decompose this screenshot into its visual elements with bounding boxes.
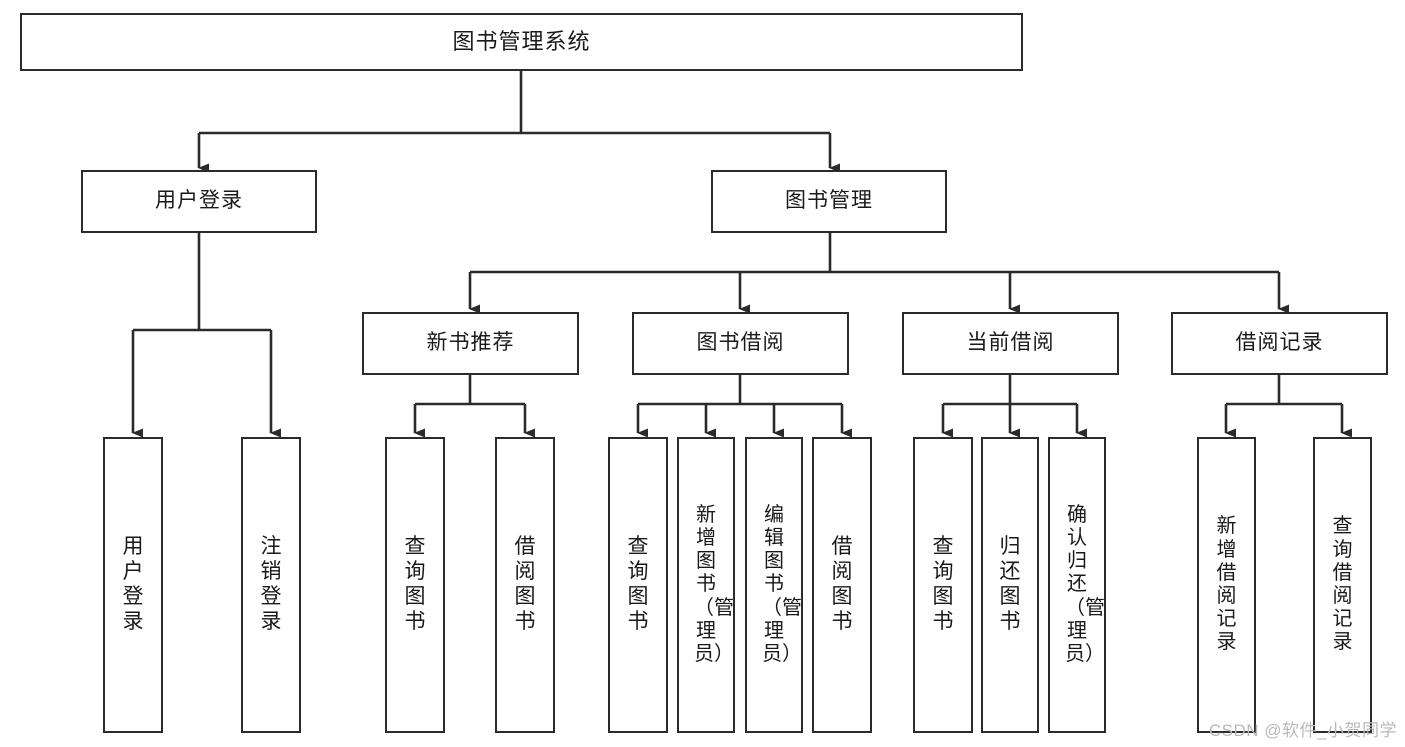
node-borrow-record[interactable]: 借阅记录 <box>1171 312 1388 375</box>
leaf-book-borrow-query[interactable]: 查询图书 <box>608 437 668 733</box>
leaf-user-login-login[interactable]: 用户登录 <box>103 437 163 733</box>
leaf-borrow-record-add[interactable]: 新增借阅记录 <box>1197 437 1256 733</box>
leaf-new-book-borrow[interactable]: 借阅图书 <box>495 437 555 733</box>
leaf-label: 查询图书 <box>932 535 954 633</box>
leaf-current-borrow-confirm[interactable]: 确认归还（管理员） <box>1048 437 1106 733</box>
leaf-new-book-query[interactable]: 查询图书 <box>385 437 445 733</box>
leaf-label: 借阅图书 <box>514 535 536 633</box>
node-book-borrow-label: 图书借阅 <box>696 331 785 355</box>
leaf-book-borrow-borrow[interactable]: 借阅图书 <box>812 437 872 733</box>
leaf-label: 新增图书（管理员） <box>694 503 734 665</box>
leaf-borrow-record-query[interactable]: 查询借阅记录 <box>1313 437 1372 733</box>
node-current-borrow[interactable]: 当前借阅 <box>902 312 1119 375</box>
leaf-label: 用户登录 <box>122 535 144 633</box>
leaf-label: 编辑图书（管理员） <box>762 503 802 665</box>
node-new-book-recommend[interactable]: 新书推荐 <box>362 312 579 375</box>
leaf-user-login-logout[interactable]: 注销登录 <box>241 437 301 733</box>
node-book-manage-label: 图书管理 <box>785 189 873 213</box>
leaf-book-borrow-add[interactable]: 新增图书（管理员） <box>677 437 735 733</box>
leaf-label: 查询图书 <box>404 535 426 633</box>
node-root-label: 图书管理系统 <box>452 29 591 55</box>
node-root[interactable]: 图书管理系统 <box>20 13 1023 71</box>
node-user-login[interactable]: 用户登录 <box>81 170 317 233</box>
node-book-manage[interactable]: 图书管理 <box>711 170 947 233</box>
leaf-label: 借阅图书 <box>831 535 853 633</box>
leaf-book-borrow-edit[interactable]: 编辑图书（管理员） <box>745 437 803 733</box>
node-book-borrow[interactable]: 图书借阅 <box>632 312 849 375</box>
leaf-label: 注销登录 <box>260 535 282 633</box>
leaf-current-borrow-return[interactable]: 归还图书 <box>981 437 1039 733</box>
leaf-label: 查询图书 <box>627 535 649 633</box>
leaf-label: 新增借阅记录 <box>1216 515 1237 654</box>
node-new-book-recommend-label: 新书推荐 <box>426 331 515 355</box>
leaf-current-borrow-query[interactable]: 查询图书 <box>913 437 973 733</box>
csdn-watermark: CSDN @软件_小贺同学 <box>1208 721 1397 740</box>
leaf-label: 确认归还（管理员） <box>1065 503 1105 665</box>
node-user-login-label: 用户登录 <box>155 189 243 213</box>
node-borrow-record-label: 借阅记录 <box>1235 331 1324 355</box>
node-current-borrow-label: 当前借阅 <box>966 331 1055 355</box>
leaf-label: 归还图书 <box>999 535 1021 633</box>
leaf-label: 查询借阅记录 <box>1332 515 1353 654</box>
